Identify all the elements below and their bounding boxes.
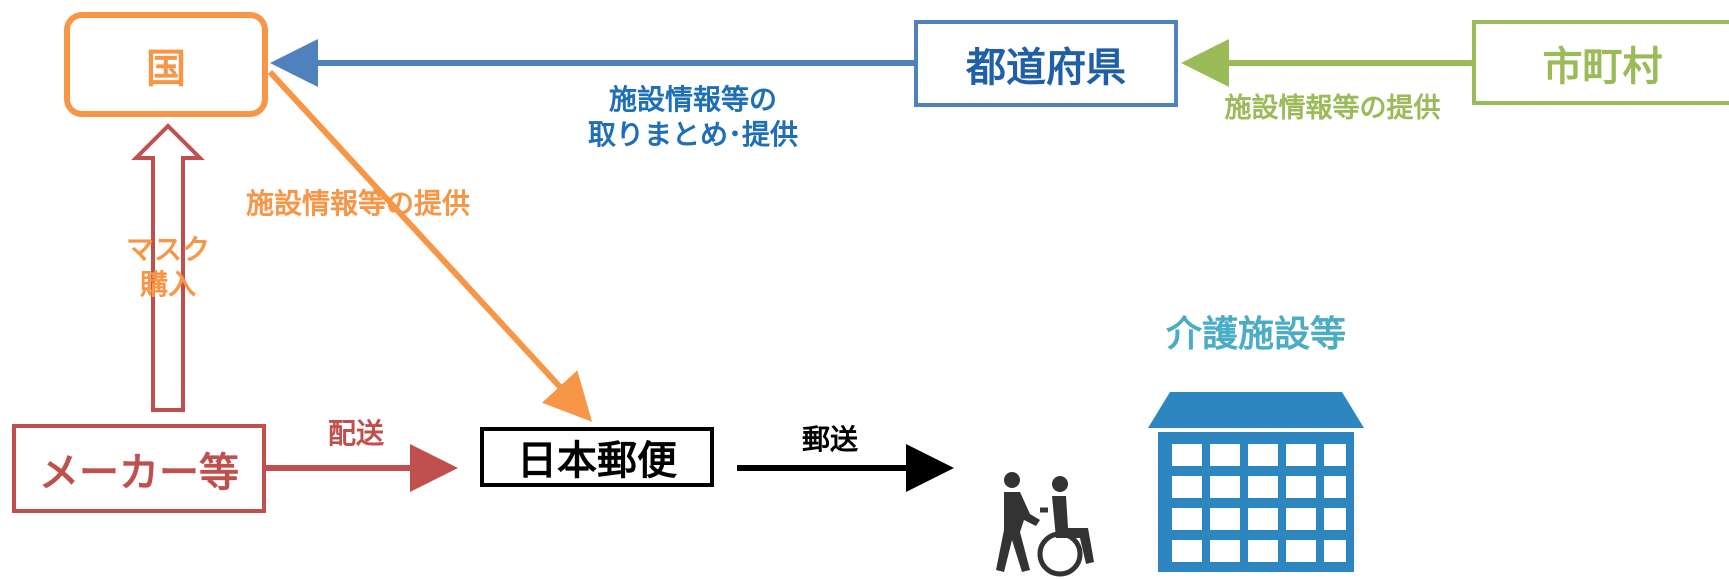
node-shichoson: 市町村 [1472,20,1729,105]
node-kuni: 国 [64,12,268,117]
facility-label: 介護施設等 [1165,314,1346,355]
node-maker-label: メーカー等 [39,449,239,496]
label-maker-to-kuni-line1: マスク [125,233,210,266]
node-kuni-label: 国 [146,45,186,92]
arrow-maker-to-kuni [131,123,205,412]
node-post: 日本郵便 [480,427,714,487]
label-maker-to-kuni-line2: 購入 [139,268,196,301]
label-pref-to-kuni-line2: 取りまとめ･提供 [587,118,798,151]
node-maker: メーカー等 [12,424,266,513]
node-shichoson-label: 市町村 [1542,43,1663,90]
label-maker-to-post: 配送 [327,417,384,450]
wheelchair-care-icon [996,472,1094,577]
label-shichoson-to-pref: 施設情報等の提供 [1224,93,1441,124]
facility-building-icon [1148,392,1364,572]
arrow-kuni-to-post [267,69,593,422]
label-maker-to-kuni: マスク 購入 [118,232,218,302]
node-post-label: 日本郵便 [517,438,677,484]
label-kuni-to-post: 施設情報等の提供 [246,187,471,220]
label-pref-to-kuni: 施設情報等の 取りまとめ･提供 [580,82,806,152]
node-todofuken: 都道府県 [914,20,1178,107]
label-post-to-facility: 郵送 [801,423,858,456]
node-todofuken-label: 都道府県 [966,44,1126,91]
label-pref-to-kuni-line1: 施設情報等の [608,83,777,116]
